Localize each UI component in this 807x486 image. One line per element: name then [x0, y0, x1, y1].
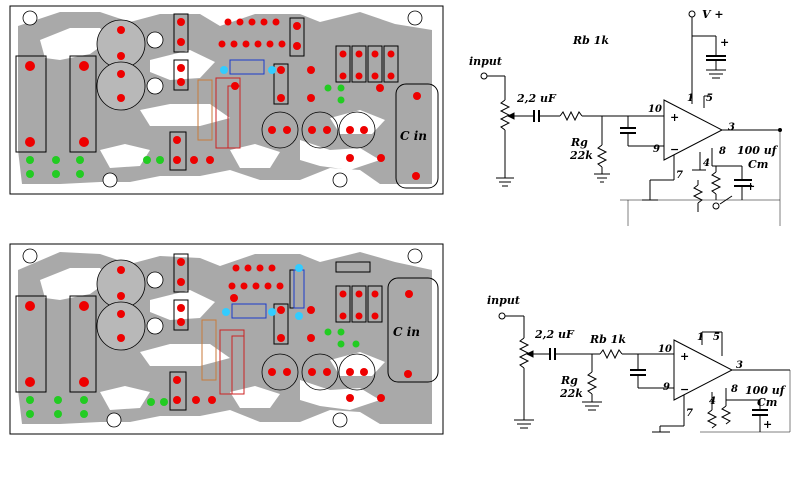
- noninverting-sign: +: [680, 350, 689, 363]
- pin-label: 4: [703, 158, 710, 169]
- output-cap-label: 100 uf: [737, 144, 779, 157]
- pcb-layout-top: C in: [9, 5, 444, 195]
- potentiometer: [499, 99, 511, 131]
- rg-value-label: 22k: [559, 387, 583, 400]
- inverting-sign: −: [670, 143, 679, 156]
- schematic-bottom: [498, 312, 791, 433]
- cin-label: C in: [393, 325, 420, 339]
- capacitor-footprints: [96, 259, 376, 391]
- pin-label: 1: [687, 93, 694, 104]
- pin-label: 8: [719, 146, 726, 157]
- schematic-top: [480, 10, 782, 226]
- pin-label: 9: [663, 382, 670, 393]
- component-pads-green: [26, 328, 360, 418]
- component-outlines: [15, 253, 439, 411]
- rb-label: Rb 1k: [589, 333, 626, 346]
- pin-label: 5: [706, 93, 713, 104]
- pin8-resistor: [720, 405, 732, 425]
- capacitor-label: 2,2 uF: [534, 328, 575, 341]
- rg-label: Rg: [560, 374, 578, 387]
- pin-label: 4: [709, 396, 716, 407]
- component-pads-cyan: [222, 264, 303, 320]
- rb-resistor: [599, 348, 623, 360]
- pin-label: 8: [731, 384, 738, 395]
- cm-cap-plus: +: [763, 418, 772, 431]
- component-pads-red: [25, 258, 413, 404]
- opamp-triangle: [673, 339, 734, 401]
- schematic-top-labels: input 2,2 uF Rb 1k Rg 22k V + 100 uf Cm …: [469, 8, 779, 193]
- vplus-label: V +: [702, 8, 724, 21]
- input-label: input: [469, 55, 502, 68]
- input-terminal: [498, 312, 506, 320]
- pin-label: 1: [697, 332, 704, 343]
- component-outlines: [15, 13, 439, 189]
- opamp-triangle: [663, 99, 724, 161]
- pin-label: 10: [648, 104, 662, 115]
- pin-label: 3: [728, 122, 735, 133]
- pin4-resistor: [706, 409, 718, 429]
- rb-resistor: [559, 110, 583, 122]
- pin-label: 10: [658, 344, 672, 355]
- cm-label: Cm: [757, 396, 777, 409]
- output-cap-label: 100 uf: [745, 384, 787, 397]
- component-pads-cyan: [220, 66, 276, 74]
- pin4-resistor: [692, 184, 704, 204]
- pin-label: 5: [713, 332, 720, 343]
- rg-label: Rg: [570, 136, 588, 149]
- pcb-layout-bottom: C in: [9, 243, 444, 435]
- noninverting-sign: +: [670, 111, 679, 124]
- rb-label: Rb 1k: [572, 34, 609, 47]
- cin-label: C in: [400, 129, 427, 143]
- mounting-holes: [22, 248, 423, 428]
- cm-cap-plus: +: [746, 180, 755, 193]
- pin-label: 7: [686, 408, 693, 419]
- pin-label: 3: [736, 360, 743, 371]
- input-terminal: [480, 72, 488, 80]
- vplus-terminal: [688, 10, 696, 18]
- supply-cap-plus: +: [720, 36, 729, 49]
- pin-label: 9: [653, 144, 660, 155]
- input-label: input: [487, 294, 520, 307]
- cm-label: Cm: [748, 158, 768, 171]
- capacitor-label: 2,2 uF: [516, 92, 557, 105]
- pin8-resistor: [710, 171, 722, 195]
- schematic-bottom-labels: input 2,2 uF Rb 1k Rg 22k 100 uf Cm 1 5 …: [487, 294, 787, 431]
- potentiometer: [518, 337, 530, 369]
- inverting-sign: −: [680, 383, 689, 396]
- pin-label: 7: [676, 170, 683, 181]
- rg-value-label: 22k: [569, 149, 593, 162]
- component-pads-red: [25, 18, 421, 180]
- capacitor-footprints: [96, 19, 376, 149]
- rg-resistor: [596, 144, 608, 168]
- component-pads-green: [26, 84, 345, 178]
- mounting-holes: [22, 10, 423, 188]
- rg-resistor: [586, 371, 598, 395]
